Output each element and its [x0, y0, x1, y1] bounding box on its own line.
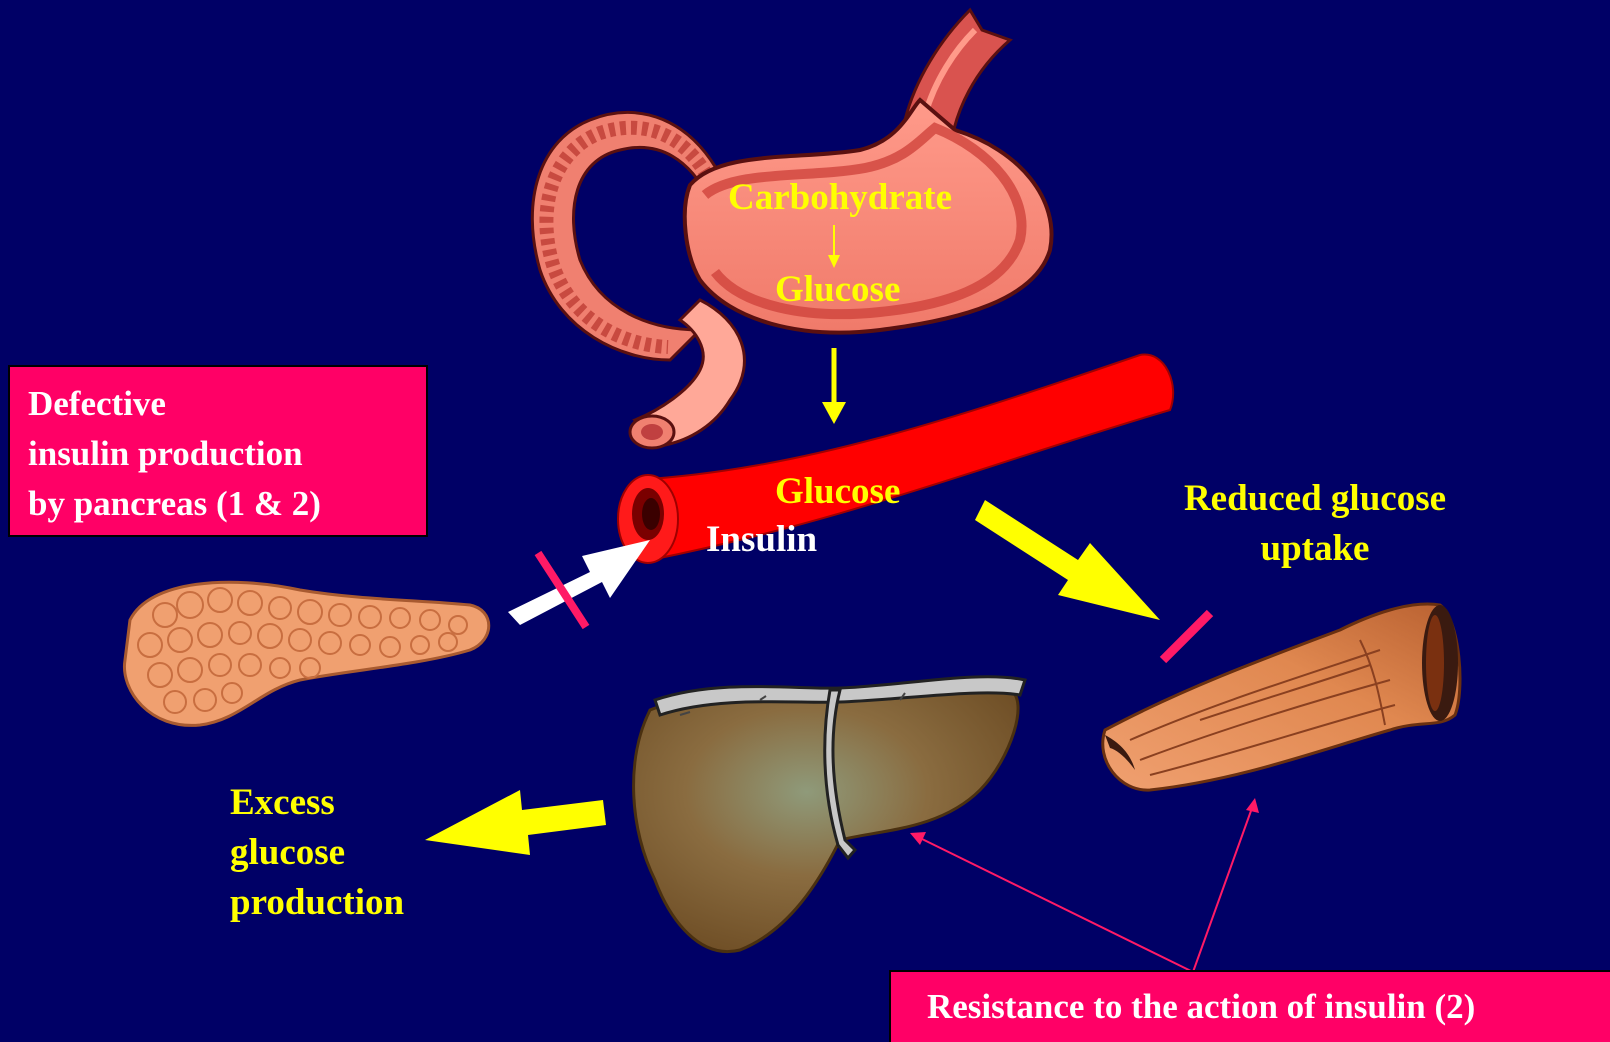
vessel-glucose-label: Glucose: [775, 470, 900, 513]
resistance-pointer-arrows: [910, 798, 1259, 972]
reduced-glucose-line-2: uptake: [1150, 524, 1480, 574]
insulin-resistance-text: Resistance to the action of insulin (2): [927, 986, 1610, 1028]
vessel-insulin-label: Insulin: [706, 518, 817, 561]
carbohydrate-label: Carbohydrate: [728, 176, 952, 219]
reduced-glucose-line-1: Reduced glucose: [1150, 474, 1480, 524]
muscle-block-marker: [1163, 613, 1210, 660]
excess-glucose-line-1: Excess: [230, 778, 404, 828]
reduced-glucose-uptake-label: Reduced glucose uptake: [1150, 474, 1480, 574]
excess-glucose-line-3: production: [230, 878, 404, 928]
excess-glucose-arrow: [425, 790, 606, 855]
liver-icon: [634, 677, 1025, 952]
glucose-to-muscle-arrow: [975, 500, 1160, 620]
defective-insulin-line-1: Defective: [28, 379, 426, 429]
stomach-glucose-label: Glucose: [775, 268, 900, 311]
pancreas-icon: [124, 582, 488, 725]
defective-insulin-box: Defective insulin production by pancreas…: [8, 365, 428, 537]
defective-insulin-line-3: by pancreas (1 & 2): [28, 479, 426, 529]
excess-glucose-label: Excess glucose production: [230, 778, 404, 928]
arrow-stomach-to-vessel: [822, 348, 846, 424]
insulin-resistance-box: Resistance to the action of insulin (2): [889, 970, 1610, 1042]
muscle-icon: [1103, 604, 1460, 790]
defective-insulin-line-2: insulin production: [28, 429, 426, 479]
excess-glucose-line-2: glucose: [230, 828, 404, 878]
stomach-icon: [532, 10, 1051, 448]
